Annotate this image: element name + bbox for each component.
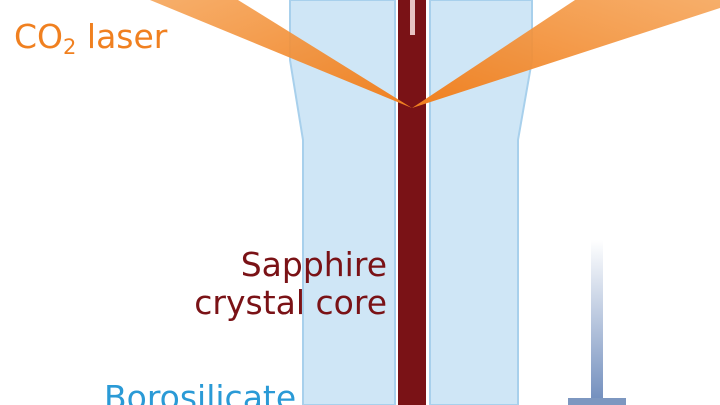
cladding-left-wall [289, 0, 396, 405]
draw-direction-arrow-shaft [591, 240, 603, 405]
cladding-right-wall [429, 0, 533, 405]
laser-label-subscript: 2 [63, 35, 77, 59]
core-label-line1: Sapphire [240, 245, 387, 284]
sapphire-core [398, 0, 426, 405]
laser-beam-left [150, 0, 412, 108]
laser-label-rest: laser [76, 17, 168, 56]
laser-label-main: CO [14, 17, 64, 56]
core-highlight [410, 0, 415, 35]
core-label: Sapphire crystal core [194, 246, 387, 322]
core-label-line2: crystal core [194, 283, 387, 322]
draw-direction-arrow-head [568, 398, 626, 405]
cladding-label: Borosilicate [104, 378, 297, 405]
laser-beam-right [412, 0, 720, 108]
laser-label: CO2 laser [14, 20, 167, 58]
